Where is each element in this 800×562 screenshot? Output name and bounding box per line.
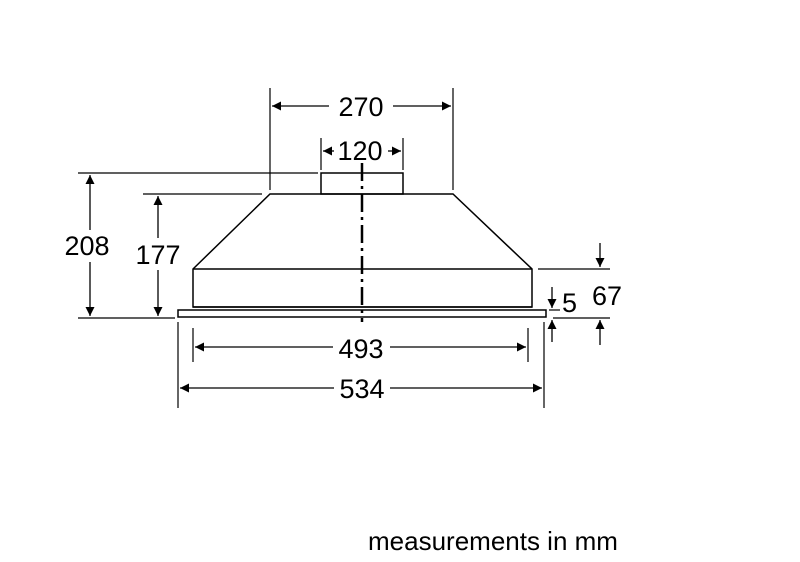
dim-208-label: 208 <box>64 231 109 261</box>
dim-177-label: 177 <box>135 240 180 270</box>
dim-534-label: 534 <box>339 374 384 404</box>
units-caption: measurements in mm <box>368 526 618 556</box>
dim-270-label: 270 <box>338 92 383 122</box>
dim-5-label: 5 <box>562 288 577 318</box>
dim-67-label: 67 <box>592 281 622 311</box>
dim-120-label: 120 <box>337 136 382 166</box>
dim-493-label: 493 <box>338 334 383 364</box>
